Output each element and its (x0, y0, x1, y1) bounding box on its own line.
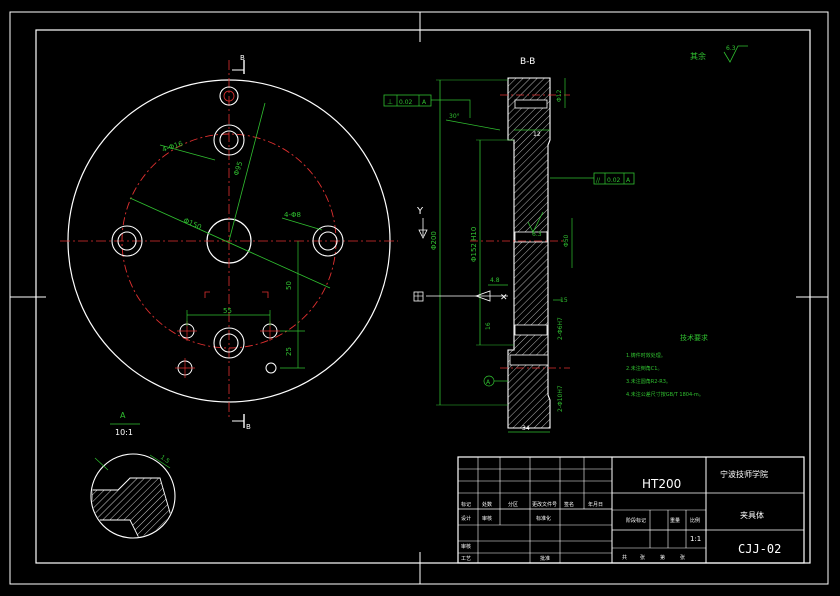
tb-label-stage: 阶段标记 (626, 517, 646, 524)
scale-text: 1:1 (690, 535, 701, 543)
detail-hatch (92, 477, 174, 537)
tb-label-audit: 审核 (461, 543, 471, 550)
groove-mid (514, 231, 548, 243)
hole-small-top (219, 86, 239, 106)
d50-text: Φ50 (563, 234, 570, 247)
tb-label-sign: 签名 (564, 501, 574, 508)
section-title: B-B (520, 57, 535, 67)
pcd-dimension-text: Φ150 (182, 217, 202, 232)
tb-sheet-unit1: 张 (640, 554, 645, 561)
tb-sheet-unit2: 张 (680, 554, 685, 561)
roughness-note-symbol (723, 45, 748, 63)
cut-mark-top: B (240, 54, 245, 62)
detail-label: A (120, 411, 126, 420)
tb-label-count: 处数 (482, 501, 492, 508)
tol1-symbol: ⊥ (387, 98, 393, 106)
tol1-datum: A (422, 99, 427, 106)
roughness-note-text: 其余 (690, 51, 706, 61)
h25-text: 25 (285, 347, 293, 356)
tb-sheet-total: 共 (622, 554, 627, 561)
tech-req-item-2: 2.未注倒角C1。 (626, 365, 662, 372)
roughness-symbol (527, 211, 544, 233)
pcd-dimension-line (129, 197, 331, 289)
r16-text: 16 (485, 322, 492, 330)
groove-low (514, 324, 548, 336)
tb-label-scale: 比例 (690, 517, 700, 524)
hole4b-leader (281, 217, 323, 231)
tb-label-date: 年月日 (588, 501, 603, 508)
direction-label: Y (416, 206, 424, 217)
pin-holes (175, 321, 280, 378)
tb-label-standard: 标准化 (536, 515, 551, 522)
tech-req-title: 技术要求 (680, 333, 708, 342)
hole-left (111, 225, 143, 257)
hole-top (213, 124, 245, 156)
tb-label-approve: 批准 (540, 555, 550, 562)
tech-req-item-4: 4.未注公差尺寸按GB/T 1804-m。 (626, 391, 704, 398)
detail-scale: 10:1 (115, 428, 133, 437)
d152-text: Φ152 H10 (470, 227, 478, 262)
tb-label-zone: 分区 (508, 501, 518, 508)
tb-label-design: 设计 (461, 515, 471, 522)
tb-label-mark: 标记 (461, 501, 471, 508)
detail-view: A 10:1 1.5 (90, 411, 176, 539)
section-view: B-B Φ200 Φ152 H10 Φ12 12 Φ50 34 4. (413, 57, 573, 433)
tol1-value: 0.02 (399, 99, 413, 106)
tol2-value: 0.02 (607, 177, 621, 184)
h10k-text: 2-Φ10H7 (557, 385, 564, 412)
cross-mark: ✕ (500, 293, 508, 303)
r95-dimension-text: Φ95 (232, 160, 244, 176)
tech-req-item-3: 3.未注圆角R2-R3。 (626, 378, 671, 385)
tolerance-frame-1: ⊥ 0.02 A (383, 94, 471, 118)
roughness-note-value: 6.3 (726, 45, 736, 52)
section-body (507, 77, 551, 429)
view-marker-box (413, 291, 424, 302)
tb-sheet-no: 第 (660, 554, 665, 561)
w34-text: 34 (522, 425, 530, 432)
tol2-datum: A (626, 177, 631, 184)
h6k-text: 2-Φ6H7 (557, 317, 564, 340)
detail-chamfer-text: 1.5 (159, 454, 171, 465)
roughness-note: 其余 6.3 (690, 45, 748, 63)
tech-requirements: 技术要求 1.铸件时效处理。 2.未注倒角C1。 3.未注圆角R2-R3。 4.… (626, 333, 708, 398)
detail-circle (90, 453, 176, 539)
tol2-symbol: // (596, 177, 601, 184)
tb-label-review: 审核 (482, 515, 492, 522)
tb-label-change: 更改文件号 (532, 501, 557, 508)
hole4-leader (159, 144, 216, 161)
ra63-text: 6.3 (532, 231, 542, 238)
d200-text: Φ200 (430, 231, 438, 250)
t48-text: 4.8 (490, 277, 500, 284)
hole4b-text: 4-Φ8 (284, 211, 301, 219)
bracket-right (262, 291, 269, 298)
h50-text: 50 (285, 281, 293, 290)
hole-right (312, 225, 344, 257)
material-text: HT200 (642, 477, 681, 491)
bracket-left (204, 291, 210, 298)
tb-label-weight: 重量 (670, 517, 680, 524)
groove-bottom (509, 354, 549, 366)
groove-top (514, 99, 548, 109)
datum-label: A (486, 379, 491, 386)
w55-text: 55 (223, 307, 232, 315)
title-block: HT200 宁波技师学院 夹具体 CJJ-02 1:1 标记 处数 分区 更改文… (457, 456, 805, 564)
r15-text: 15 (560, 297, 568, 304)
r95-dimension-line (228, 102, 266, 242)
tech-req-item-1: 1.铸件时效处理。 (626, 352, 666, 359)
tolerance-frame-2: // 0.02 A (550, 172, 635, 185)
hole4-text: 4-Φ16 (161, 140, 184, 154)
school-text: 宁波技师学院 (720, 469, 768, 479)
drawing-no-text: CJJ-02 (738, 542, 781, 556)
d12-text: Φ12 (556, 89, 563, 102)
w12-text: 12 (533, 131, 541, 138)
part-name-text: 夹具体 (740, 510, 764, 520)
cut-mark-bottom: B (246, 423, 251, 431)
hole-bottom (213, 327, 245, 359)
tb-label-process: 工艺 (461, 556, 471, 562)
front-view: B B Φ150 Φ95 4-Φ16 4-Φ8 55 50 25 (60, 54, 398, 431)
a30-text: 30° (449, 113, 460, 120)
outer-border (9, 11, 829, 585)
